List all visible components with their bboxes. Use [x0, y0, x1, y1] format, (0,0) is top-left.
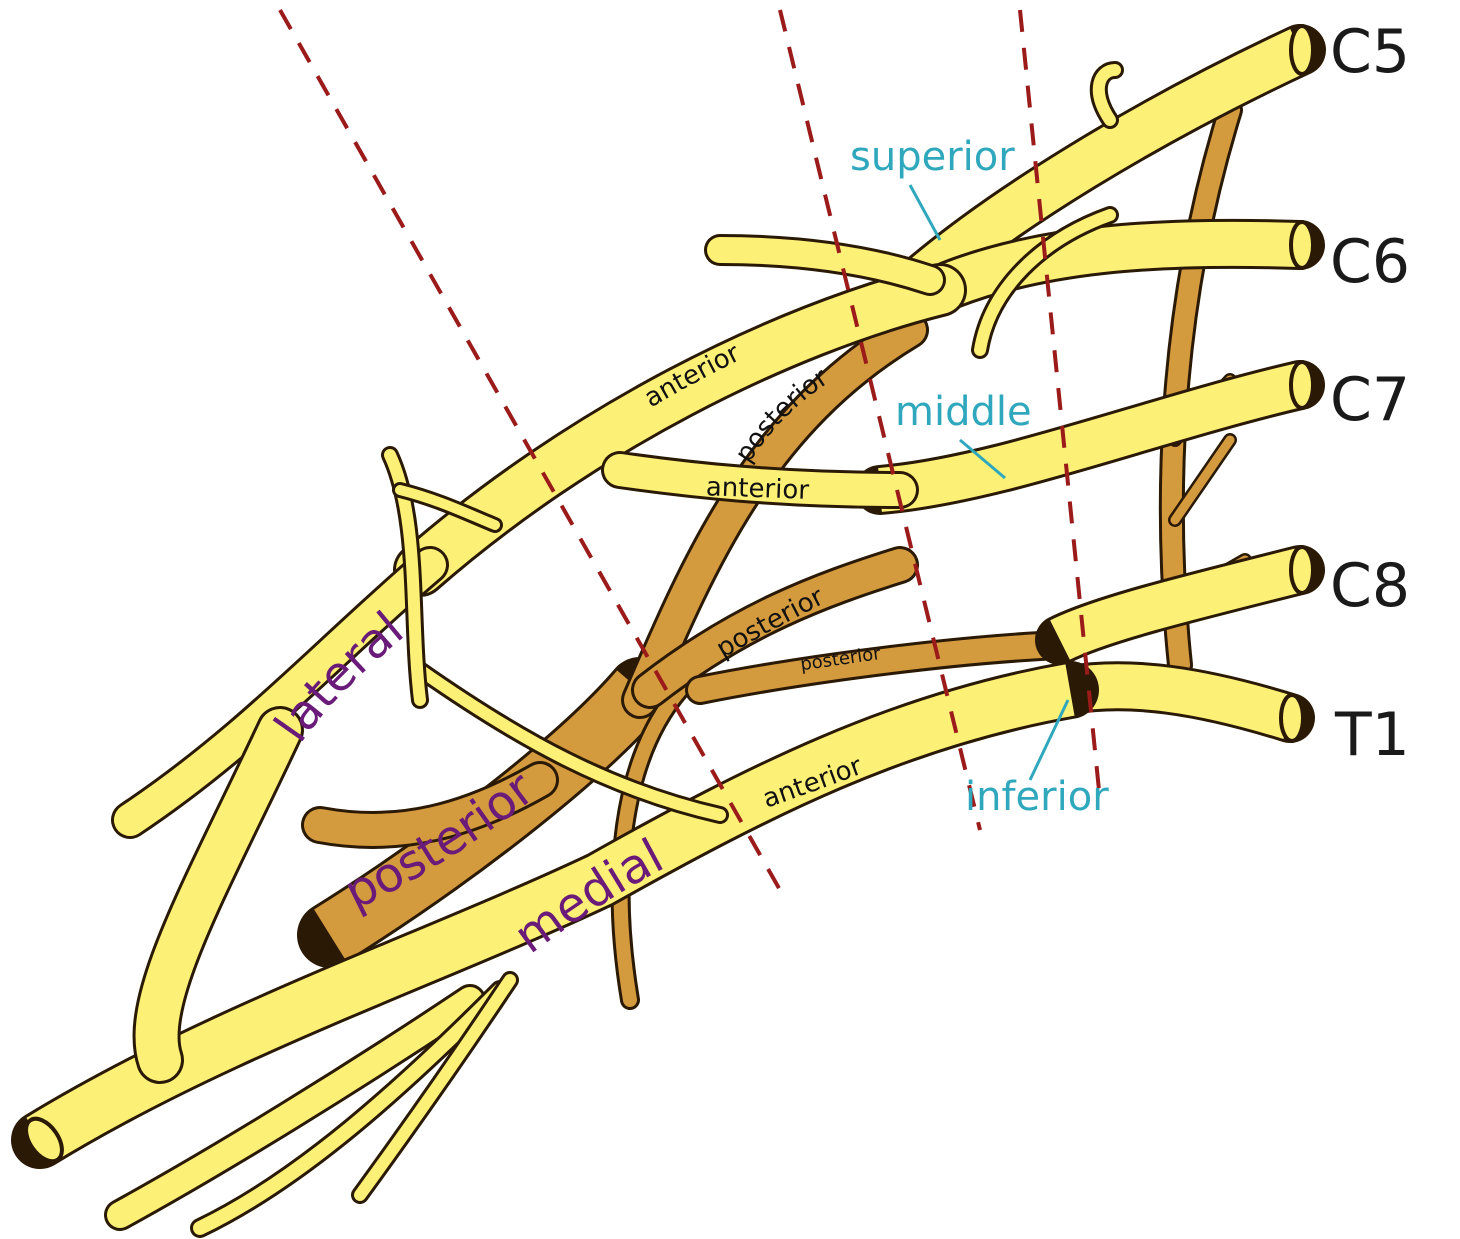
- trunk-label-inferior: inferior: [965, 774, 1109, 820]
- superior-pointer: [910, 185, 940, 240]
- root-label-c6: C6: [1330, 227, 1410, 297]
- trunk-label-superior: superior: [850, 134, 1015, 180]
- root-label-c7: C7: [1330, 365, 1410, 435]
- trunk-label-middle: middle: [895, 389, 1032, 435]
- division-label-middle-anterior: anterior: [705, 472, 809, 506]
- root-labels: C5 C6 C7 C8 T1: [1330, 17, 1410, 770]
- root-label-t1: T1: [1334, 700, 1410, 770]
- t1-root: [1070, 686, 1290, 718]
- root-label-c8: C8: [1330, 551, 1410, 621]
- root-label-c5: C5: [1330, 17, 1410, 87]
